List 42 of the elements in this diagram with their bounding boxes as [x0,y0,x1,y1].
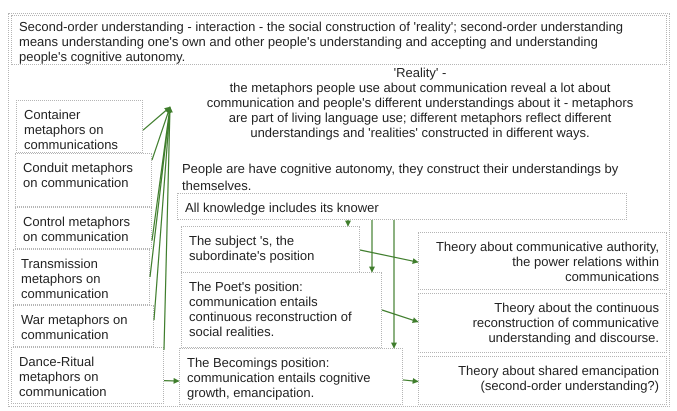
arrow [163,106,173,350]
metaphor-box [13,249,150,305]
arrow [391,220,397,349]
body-text: Container metaphors on communications [24,107,119,152]
theory-box [418,232,667,290]
arrow [382,309,419,323]
box-shape [8,13,670,407]
body-text: Second-order understanding - interaction - the social construction of 'reality'; second-order understanding means understanding one's own and other people's understanding and accepting and understanding people's cognitive autonomy. [19,19,624,64]
metaphor-box [15,207,152,249]
arrow [142,106,170,131]
statement-box [177,193,627,220]
body-text: Theory about the continuous reconstruction of communicative understanding and discourse. [472,300,659,345]
metaphor-box [16,100,143,153]
position-box [181,226,360,274]
body-text: The Becomings position: communication entails cognitive growth, emancipation. [187,355,372,400]
body-text: War metaphors on communication [21,312,128,342]
arrow [402,378,419,384]
arrow [151,106,172,160]
metaphor-box [13,305,154,347]
position-box [179,348,403,405]
theory-box [418,293,667,353]
arrow [345,220,351,227]
body-text: Theory about shared emancipation (second-order understanding?) [457,363,659,393]
body-text: The subject 's, the subordinate's position [189,233,316,263]
heading-box [11,15,667,65]
theory-box [418,356,667,405]
body-text: Conduit metaphors on communication [23,160,134,190]
body-text: Theory about communicative authority, the power relations within communications [434,239,659,284]
arrow [164,378,180,384]
position-box [181,272,382,348]
body-text: Transmission metaphors on communication [21,256,110,301]
heading-text: 'Reality' - [392,65,448,80]
metaphor-box [15,153,152,207]
arrow [369,220,375,273]
body-text: All knowledge includes its knower [185,200,380,215]
body-text: The Poet's position: communication entails continuous reconstruction of social realities. [189,279,353,339]
note-text: People are have cognitive autonomy, they construct their understandings by themselves. [182,160,620,194]
body-text: Dance-Ritual metaphors on communication [19,354,108,399]
metaphor-box [11,347,164,404]
body-text: the metaphors people use about communication reveal a lot about communication and people's different understandings about it - metaphors are part of living language use; different metaphors reflect different understandings and 'realities' constructed in different ways. [206,80,634,140]
arrow [360,249,419,264]
body-text: Control metaphors on communication [23,214,131,244]
